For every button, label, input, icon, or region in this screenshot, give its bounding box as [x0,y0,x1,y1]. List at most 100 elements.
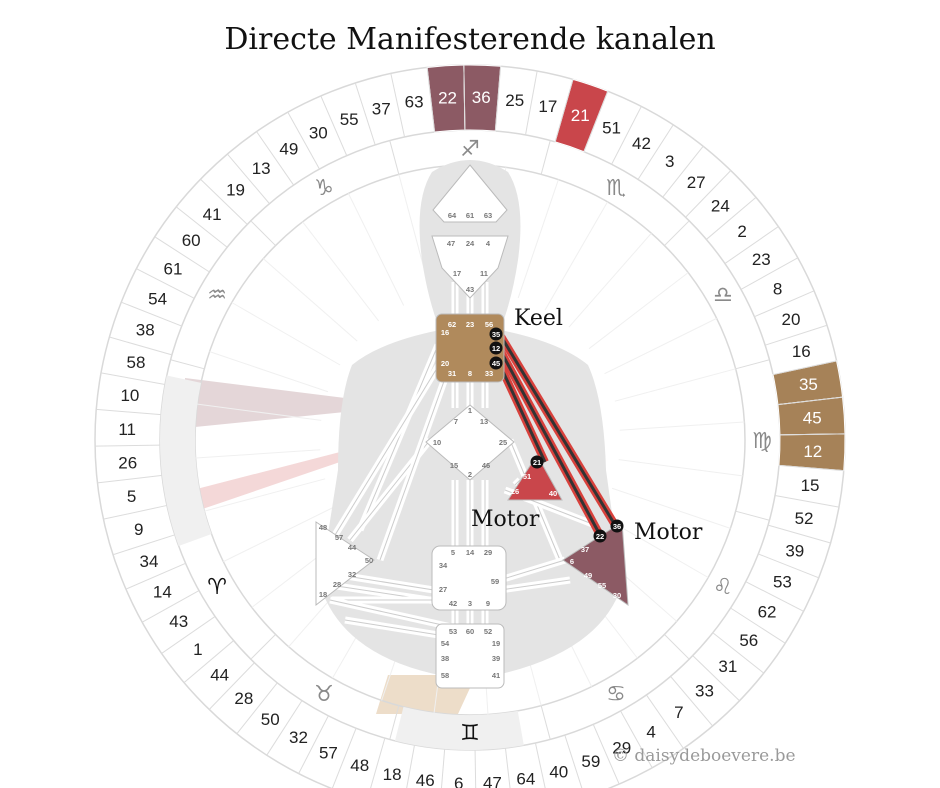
gate-divider [646,694,684,749]
spoke [197,403,322,421]
aries-icon: ♈ [207,575,227,600]
gate-number: 58 [126,353,145,372]
gate-divider [685,170,732,218]
spoke [195,449,321,459]
center-gate-label: 22 [596,532,604,541]
gate-divider [764,324,828,346]
active-channel-core [497,362,547,463]
virgo-icon: ♍ [752,429,772,454]
gate-divider [592,724,620,785]
gate-divider [525,70,538,136]
gate-divider [100,372,166,385]
zodiac-divider [664,220,690,246]
gate-number: 12 [803,442,822,461]
center-gate-label: 14 [466,548,475,557]
g-shape [425,404,515,481]
center-gate-label: 59 [491,577,499,586]
gate-number: 51 [602,119,621,138]
center-gate-label: 42 [449,599,457,608]
gate-number: 27 [687,173,706,192]
gate-number: 18 [383,765,402,784]
gate-divider [390,73,406,138]
gate-divider [712,632,765,674]
center-gate-label: 23 [466,320,474,329]
spoke [614,368,736,402]
gate-number: 16 [792,342,811,361]
gate-number: 30 [309,123,328,142]
gate-divider [256,131,294,186]
throat-shape [435,313,505,383]
gate-divider [745,581,804,612]
gate-number: 36 [472,88,491,107]
gate-divider [777,396,843,406]
gate-number: 17 [538,97,557,116]
gate-divider [772,360,837,376]
gate-divider [331,728,357,788]
gate-number: 21 [571,106,590,125]
gate-number: 62 [758,603,777,622]
channel-edge [331,359,443,541]
label-motor-solar: Motor [634,520,703,545]
center-gate-label: 10 [433,438,441,447]
gate-divider [504,747,511,788]
zodiac-ring: ♑♐♏♎♍♌♋♊♉♈♓♒ [159,137,772,746]
center-gate-label: 50 [365,556,373,565]
zodiac-divider [735,359,770,370]
capricorn-icon: ♑ [314,176,334,201]
spoke [204,478,326,512]
ego-shape [507,454,563,501]
gate-divider [758,553,819,579]
center-gate-label: 44 [348,543,357,552]
center-gate-label: 49 [584,571,592,580]
gate-number: 9 [134,520,143,539]
center-gate-label: 11 [480,269,488,278]
center-gate-label: 30 [613,591,621,600]
center-gate-label: 19 [492,639,500,648]
center-gate-label: 20 [441,359,449,368]
zodiac-divider [540,705,551,740]
gate-divider [620,710,653,769]
gate-number: 6 [454,774,463,788]
spoke [619,421,745,431]
gate-divider [154,236,210,273]
center-gate-label: 46 [482,461,490,470]
spoke [223,505,336,563]
gate-divider [96,408,162,416]
page-title: Directe Manifesterende kanalen [224,22,716,57]
zodiac-band-left [159,375,212,547]
center-gate-label: 29 [484,548,492,557]
center-gate-label: 38 [441,654,449,663]
center-gate-label: 45 [492,359,500,368]
center-gate-label: 7 [454,417,458,426]
center-gate-label: 24 [466,239,475,248]
gate-divider [534,742,546,788]
sagittarius-icon: ♐ [460,137,480,162]
gate-dot [593,529,607,543]
gate-dot [489,327,503,341]
spleen-shape [315,521,375,607]
center-gate-label: 8 [468,369,472,378]
cancer-icon: ♋ [606,682,626,707]
gate-divider [740,257,799,290]
gate-number: 19 [226,181,245,200]
center-gate-label: 3 [468,599,472,608]
spoke [517,179,559,299]
gate-number: 31 [718,657,737,676]
channel-edge [499,559,566,581]
spoke [347,193,405,306]
zodiac-divider [170,359,205,370]
gate-divider [95,444,161,447]
gate-number: 23 [752,250,771,269]
gate-number: 55 [340,110,359,129]
gate-number: 60 [182,231,201,250]
gate-divider [724,226,779,264]
gate-dot [610,519,624,533]
gate-number: 15 [801,476,820,495]
center-gate-label: 16 [441,328,449,337]
center-gate-label: 12 [492,344,500,353]
spoke [209,351,329,393]
